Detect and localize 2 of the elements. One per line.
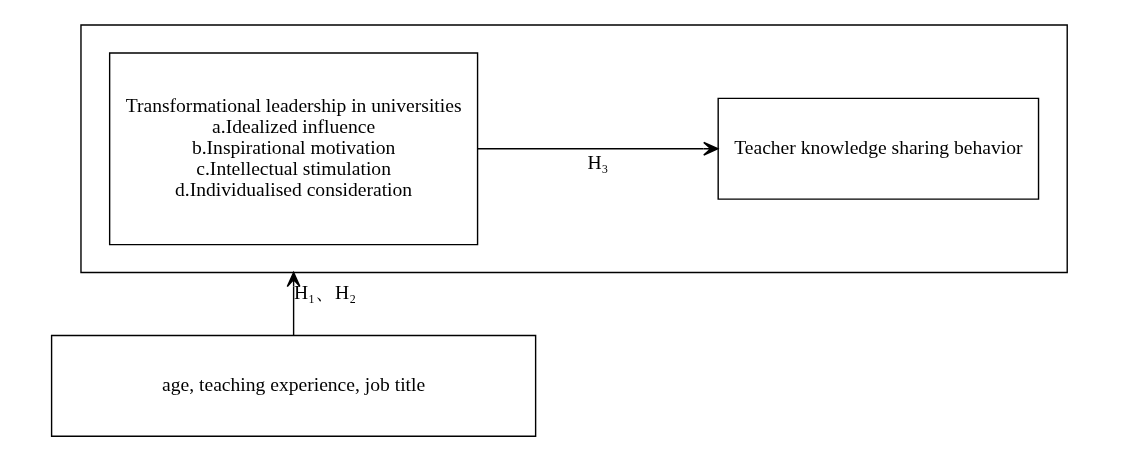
edge-label: H₁、H₂	[293, 282, 356, 304]
edge-label: H₃	[586, 151, 608, 173]
